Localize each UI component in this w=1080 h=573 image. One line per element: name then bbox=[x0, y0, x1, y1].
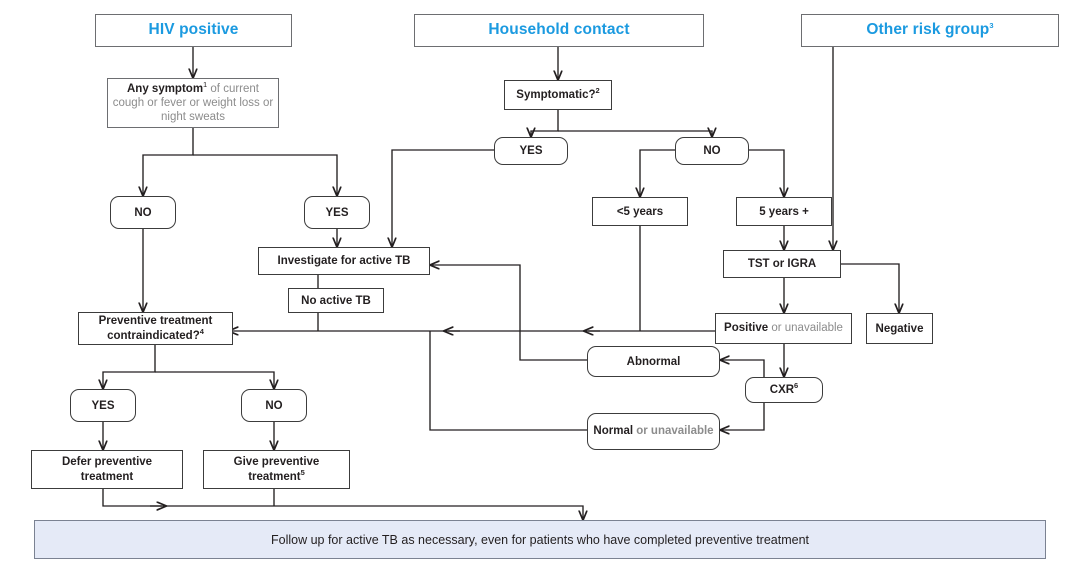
node-tst-or-igra-label: TST or IGRA bbox=[747, 258, 817, 270]
header-hiv-positive-label: HIV positive bbox=[148, 21, 239, 39]
footnote-ref-1: 1 bbox=[203, 80, 208, 90]
node-contraindicated-yes-label: YES bbox=[91, 399, 115, 412]
header-other-risk-group-label: Other risk group3 bbox=[866, 20, 994, 39]
node-contraindicated-yes[interactable]: YES bbox=[70, 389, 136, 422]
node-contraindicated-no[interactable]: NO bbox=[241, 389, 307, 422]
node-give-preventive-treatment[interactable]: Give preventive treatment5 bbox=[203, 450, 350, 489]
node-tst-or-igra[interactable]: TST or IGRA bbox=[723, 250, 841, 278]
node-no-active-tb[interactable]: No active TB bbox=[288, 288, 384, 313]
node-defer-preventive-treatment[interactable]: Defer preventive treatment bbox=[31, 450, 183, 489]
followup-banner[interactable]: Follow up for active TB as necessary, ev… bbox=[34, 520, 1046, 559]
footnote-ref-5: 5 bbox=[300, 467, 305, 477]
node-investigate-for-active-tb[interactable]: Investigate for active TB bbox=[258, 247, 430, 275]
node-positive-or-unavailable[interactable]: Positive or unavailable bbox=[715, 313, 852, 344]
node-abnormal-label: Abnormal bbox=[626, 355, 681, 368]
node-normal-or-unavailable[interactable]: Normal or unavailable bbox=[587, 413, 720, 450]
node-investigate-label: Investigate for active TB bbox=[277, 255, 411, 267]
node-any-symptom-label: Any symptom1 of current cough or fever o… bbox=[112, 80, 274, 123]
node-contraindicated-no-label: NO bbox=[265, 399, 283, 412]
node-no-active-tb-label: No active TB bbox=[301, 294, 371, 307]
node-hiv-yes[interactable]: YES bbox=[304, 196, 370, 229]
node-symptomatic-yes-label: YES bbox=[519, 145, 543, 157]
node-positive-label: Positive or unavailable bbox=[724, 322, 843, 335]
header-hiv-positive[interactable]: HIV positive bbox=[95, 14, 292, 47]
node-symptomatic-no-label: NO bbox=[703, 145, 721, 157]
node-5-years-plus-label: 5 years + bbox=[759, 205, 809, 218]
footnote-ref-4: 4 bbox=[199, 326, 204, 336]
footnote-ref-3: 3 bbox=[989, 20, 994, 30]
node-hiv-no[interactable]: NO bbox=[110, 196, 176, 229]
header-household-contact[interactable]: Household contact bbox=[414, 14, 704, 47]
header-other-risk-group[interactable]: Other risk group3 bbox=[801, 14, 1059, 47]
node-give-label: Give preventive treatment5 bbox=[233, 456, 320, 483]
node-negative[interactable]: Negative bbox=[866, 313, 933, 344]
footnote-ref-6: 6 bbox=[794, 381, 799, 391]
node-under-5-years-label: <5 years bbox=[616, 205, 664, 218]
node-defer-label: Defer preventive treatment bbox=[61, 456, 153, 483]
node-normal-label: Normal or unavailable bbox=[593, 425, 714, 438]
node-any-symptom[interactable]: Any symptom1 of current cough or fever o… bbox=[107, 78, 279, 128]
node-hiv-yes-label: YES bbox=[325, 206, 349, 219]
header-household-contact-label: Household contact bbox=[488, 21, 630, 39]
followup-banner-label: Follow up for active TB as necessary, ev… bbox=[270, 532, 809, 547]
node-under-5-years[interactable]: <5 years bbox=[592, 197, 688, 226]
node-preventive-treatment-contraindicated[interactable]: Preventive treatment contraindicated?4 bbox=[78, 312, 233, 345]
node-negative-label: Negative bbox=[875, 322, 924, 335]
node-cxr-label: CXR6 bbox=[769, 381, 799, 396]
node-5-years-plus[interactable]: 5 years + bbox=[736, 197, 832, 226]
node-symptomatic[interactable]: Symptomatic?2 bbox=[504, 80, 612, 110]
node-hiv-no-label: NO bbox=[134, 206, 152, 219]
node-symptomatic-yes[interactable]: YES bbox=[494, 137, 568, 165]
node-abnormal[interactable]: Abnormal bbox=[587, 346, 720, 377]
node-cxr[interactable]: CXR6 bbox=[745, 377, 823, 403]
node-symptomatic-label: Symptomatic?2 bbox=[516, 86, 600, 101]
node-symptomatic-no[interactable]: NO bbox=[675, 137, 749, 165]
footnote-ref-2: 2 bbox=[595, 86, 600, 96]
node-contraindicated-label: Preventive treatment contraindicated?4 bbox=[98, 315, 213, 342]
